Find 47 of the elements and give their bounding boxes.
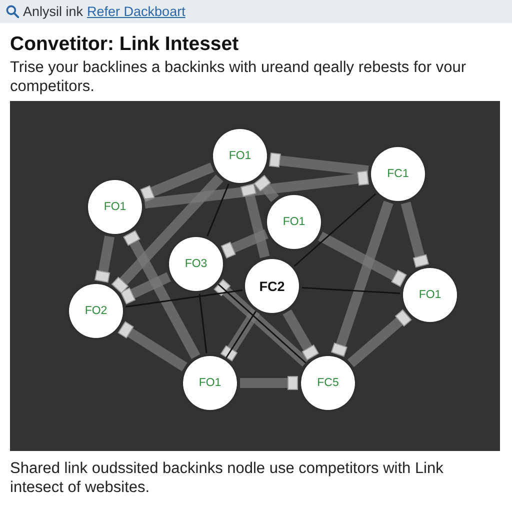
subtitle-text: Trise your backlines a backinks with ureand qeally rebests for vour competitors.	[10, 58, 468, 96]
connector-band	[120, 272, 171, 304]
connector-band	[221, 229, 268, 258]
connector-band	[318, 232, 407, 287]
circle-node	[301, 356, 355, 410]
nav-link: Refer Dackboart	[87, 4, 186, 19]
node-label: FO1	[198, 377, 222, 389]
node-label: FO1	[282, 216, 306, 228]
node-label: FO1	[104, 201, 126, 213]
connector-band	[144, 170, 369, 208]
connector-band	[240, 184, 270, 258]
node-label: FC2	[259, 278, 285, 294]
connector-line	[294, 193, 376, 267]
connector-band	[118, 321, 188, 372]
connector-band	[347, 310, 412, 368]
circle-node	[245, 259, 299, 313]
circle-node	[371, 147, 425, 201]
node-label: FO1	[228, 150, 252, 162]
connector-band	[111, 174, 224, 294]
circle-node	[88, 180, 142, 234]
connector-band	[123, 230, 200, 359]
connector-line	[198, 294, 208, 354]
breadcrumb-text: Anlysil ink	[23, 4, 84, 19]
caption-text: Shared link oudssited backinks nodle use competitors with Link intesect of websites.	[10, 459, 444, 497]
connector-band	[269, 152, 369, 176]
node-label: FO2	[84, 305, 108, 317]
connector-line	[126, 290, 242, 308]
circle-node	[169, 237, 223, 291]
circle-node	[267, 195, 321, 249]
circle-node	[183, 356, 237, 410]
connector-line	[206, 184, 230, 236]
node-label: FO3	[184, 258, 208, 270]
connector-band	[240, 376, 298, 390]
circle-node	[213, 129, 267, 183]
connector-line	[302, 287, 400, 294]
connector-band	[254, 174, 279, 202]
circle-node	[403, 268, 457, 322]
connector-band	[94, 236, 115, 283]
circle-node	[69, 284, 123, 338]
node-label: FO1	[418, 289, 442, 301]
connector-band	[400, 202, 429, 268]
connector-band	[282, 310, 319, 360]
node-label: FC1	[387, 168, 409, 180]
connector-band	[140, 162, 214, 202]
connector-band	[331, 200, 394, 357]
node-label: FC5	[317, 377, 339, 389]
page-title: Convetitor: Link Intesset	[10, 33, 239, 56]
